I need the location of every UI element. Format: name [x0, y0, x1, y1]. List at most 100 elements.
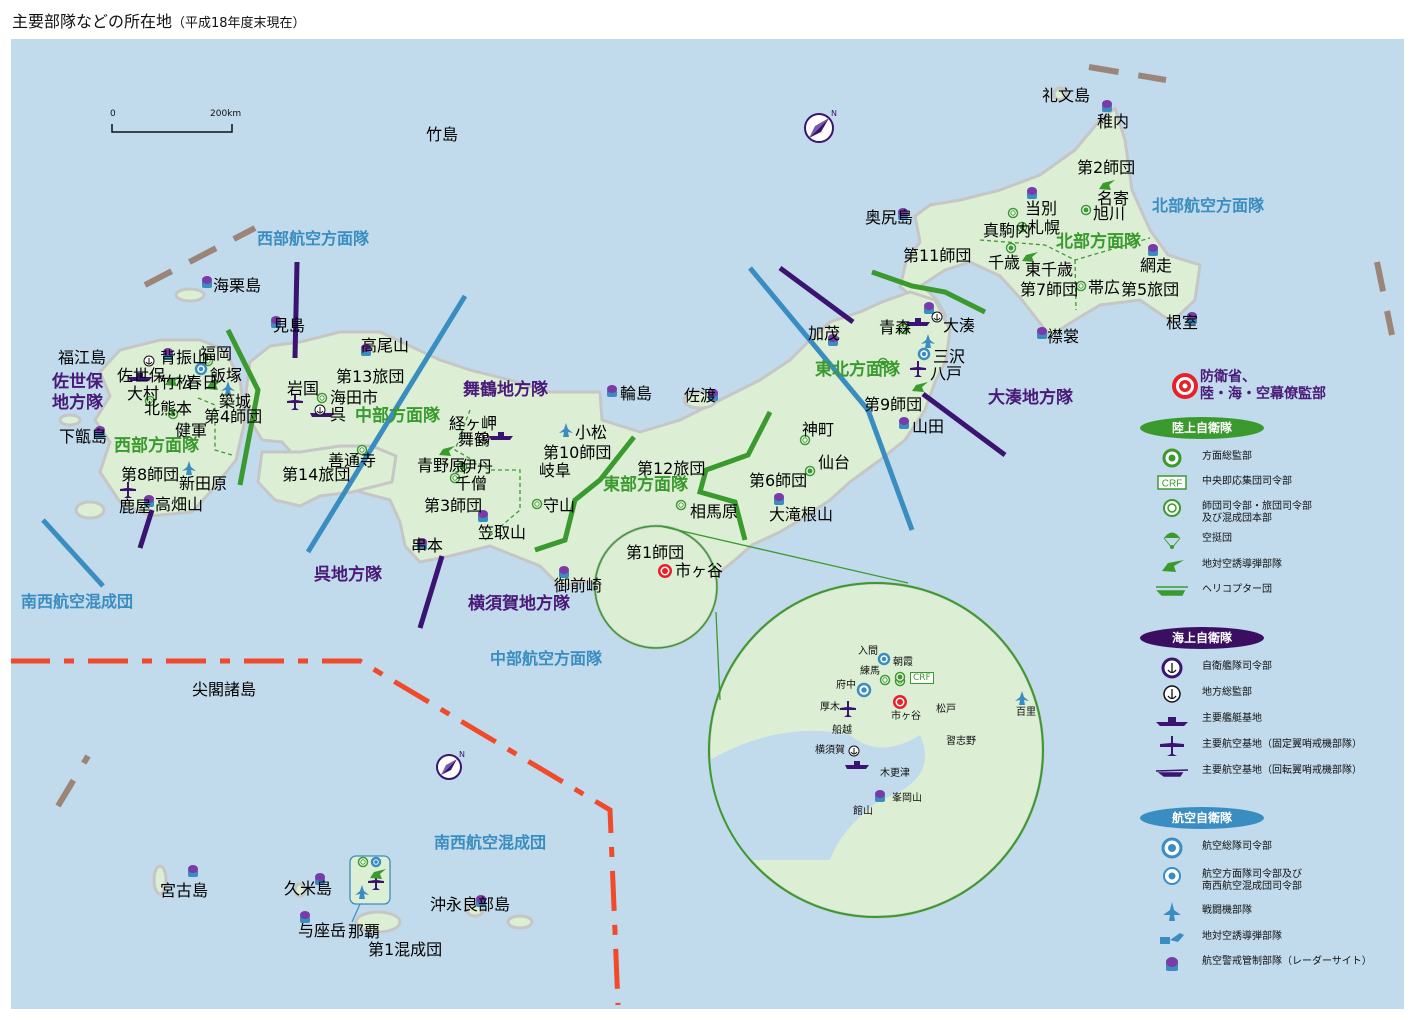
units-label: 第9師団	[864, 395, 923, 414]
units-label: 第12旅団	[637, 459, 706, 478]
legend-item-label: 主要艦艇基地	[1202, 713, 1262, 724]
legend-asdf-header: 航空自衛隊	[1140, 807, 1264, 829]
legend-item: 主要航空基地（固定翼哨戒機部隊）	[1130, 735, 1400, 757]
radar-site-icon	[478, 510, 488, 522]
units-label: 第13旅団	[336, 367, 405, 386]
places-label: 呉	[330, 405, 347, 424]
places-label: 青野原	[417, 456, 466, 475]
division-hq-icon	[799, 434, 811, 446]
navy-label: 横須賀地方隊	[468, 594, 570, 614]
legend-item: 戦闘機部隊	[1130, 901, 1400, 923]
places-label: 背振山	[160, 348, 209, 367]
sam-unit-icon	[1099, 180, 1115, 190]
inset-label: 厚木	[820, 702, 840, 713]
radar-site-icon	[1148, 244, 1158, 256]
places-label: 尖閣諸島	[192, 680, 257, 699]
svg-text:N: N	[831, 109, 837, 118]
legend-item-label: 航空方面隊司令部及び 南西航空混成団司令部	[1202, 869, 1302, 892]
map-svg: N N	[11, 64, 1395, 1006]
army-boundary	[534, 435, 636, 553]
legend-item-label: 地方総監部	[1202, 687, 1252, 698]
inset-label: 館山	[853, 806, 873, 817]
sam-unit-icon	[165, 376, 181, 386]
air-hq-icon	[877, 652, 891, 666]
legend-gsdf-header: 陸上自衛隊	[1140, 417, 1264, 439]
radar-site-icon	[361, 344, 371, 356]
units-label: 第14旅団	[282, 465, 351, 484]
territory-dash	[1088, 64, 1167, 83]
legend-item-label: 地対空誘導弾部隊	[1202, 559, 1282, 570]
sam-unit-icon	[1162, 560, 1184, 572]
patrol-helicopter-icon	[1155, 769, 1189, 777]
places-label: 見島	[273, 316, 306, 335]
map-icons	[95, 100, 1197, 923]
air-boundary	[305, 294, 468, 554]
legend-item-label: 空挺団	[1202, 533, 1232, 544]
warship-icon	[128, 373, 152, 381]
radar-site-icon	[315, 873, 325, 885]
warship-icon	[489, 432, 513, 440]
units-label: 第5旅団	[1121, 280, 1180, 299]
division-hq-icon	[449, 472, 461, 484]
places-label: 礼文島	[1042, 86, 1091, 105]
army-hq-icon	[167, 408, 179, 420]
air-label: 北部航空方面隊	[1152, 196, 1265, 215]
scale-bar	[111, 124, 233, 133]
places-label: 下甑島	[59, 427, 108, 446]
scale-max: 200km	[210, 109, 242, 119]
places-label: 佐渡	[684, 386, 717, 405]
units-label: 第7師団	[1020, 280, 1079, 299]
places-label: 岐阜	[539, 461, 572, 480]
radar-site-icon	[898, 208, 908, 220]
army-hq-icon	[1080, 204, 1092, 216]
sam-unit-icon	[206, 380, 222, 390]
radar-site-icon	[774, 493, 784, 505]
army-boundary	[696, 410, 773, 541]
legend-item: 航空警戒管制部隊（レーダーサイト）	[1130, 952, 1400, 974]
places-label: 高畑山	[155, 495, 204, 514]
legend-item-label: 主要航空基地（固定翼哨戒機部隊）	[1202, 739, 1362, 750]
navy-label: 呉地方隊	[314, 565, 382, 585]
map-canvas: N N 0 200km 礼文島稚内奥尻島当別名寄旭川真駒内札幌千歳東千歳帯広網走…	[11, 39, 1404, 1009]
division-hq-icon	[1007, 207, 1019, 219]
inset-label: 船越	[832, 725, 852, 736]
radar-site-icon	[300, 911, 310, 923]
division-hq-icon	[1075, 280, 1087, 292]
legend-item: 空挺団	[1130, 529, 1400, 551]
division-hq-icon	[356, 444, 368, 456]
navy-label: 大湊地方隊	[988, 388, 1073, 408]
hq-target-icon	[893, 695, 907, 709]
air-hq-icon	[917, 347, 931, 361]
places-label: 山田	[912, 417, 945, 436]
air-label: 中部航空方面隊	[490, 649, 603, 668]
legend-item-label: 主要航空基地（回転翼哨戒機部隊）	[1202, 765, 1362, 776]
army-label: 北部方面隊	[1056, 232, 1141, 252]
army-label: 中部方面隊	[355, 406, 440, 426]
places-label: 札幌	[1028, 218, 1061, 237]
radar-site-icon	[95, 426, 105, 438]
places-label: 奥尻島	[865, 208, 914, 227]
legend-item: 自衛艦隊司令部	[1130, 657, 1400, 679]
legend-item: 主要航空基地（回転翼哨戒機部隊）	[1130, 761, 1400, 783]
division-hq-icon	[316, 392, 328, 404]
places-label: 竹松	[160, 373, 193, 392]
radar-site-icon	[899, 417, 909, 429]
radar-site-icon	[144, 495, 154, 507]
places-label: 福岡	[200, 344, 233, 363]
inset-label: 朝霞	[893, 657, 913, 668]
radar-site-icon	[924, 302, 934, 314]
places-label: 守山	[543, 496, 576, 515]
places-label: 福江島	[58, 348, 107, 367]
legend-item-label: 戦闘機部隊	[1202, 905, 1252, 916]
inset-connector	[659, 525, 909, 584]
okinawa-callout	[349, 855, 391, 905]
army-label: 西部方面隊	[114, 436, 199, 456]
radar-site-icon	[1166, 957, 1178, 971]
regional-dash	[1074, 259, 1077, 311]
legend-item-label: 航空総隊司令部	[1202, 841, 1272, 852]
inset-source-circle	[594, 525, 718, 649]
air-label: 南西航空混成団	[21, 592, 134, 611]
fighter-jet-icon	[1163, 902, 1181, 921]
sam-unit-icon	[912, 382, 928, 392]
boundaries	[11, 64, 1395, 1006]
